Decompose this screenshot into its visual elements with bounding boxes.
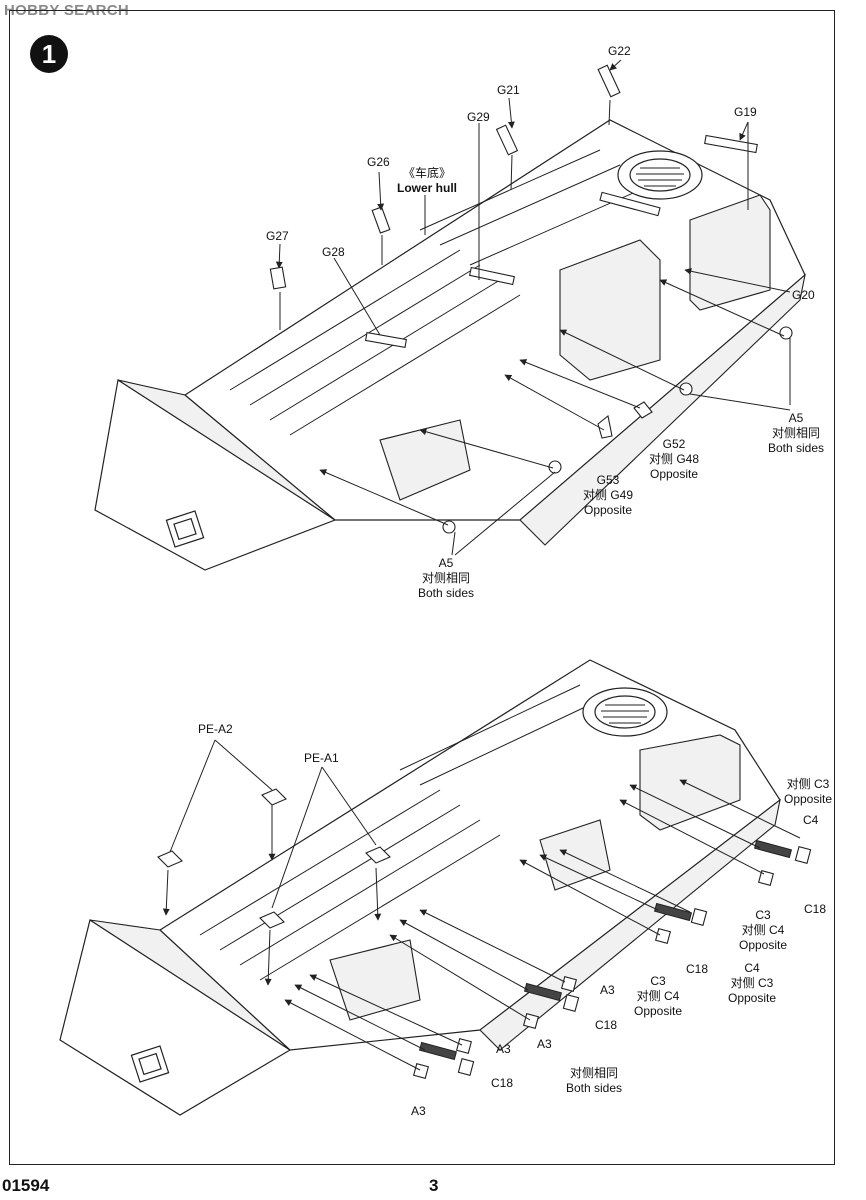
bottom-leader-lines	[162, 739, 801, 1071]
label-c18-r1: C18	[804, 902, 827, 916]
c3-c-callout: C3 对侧 C4 Opposite	[634, 974, 682, 1019]
label-g21: G21	[497, 83, 520, 97]
g53-en: Opposite	[584, 503, 633, 517]
label-a3-2: A3	[537, 1037, 552, 1051]
c4-mid-cn: 对侧 C4	[741, 923, 785, 937]
a5-right-cn: 对侧相同	[772, 426, 821, 440]
a5-left-cn: 对侧相同	[422, 571, 471, 585]
top-leader-lines	[275, 59, 791, 556]
a5-left-en: Both sides	[418, 586, 475, 600]
label-a3-4: A3	[411, 1104, 426, 1118]
label-c4-top: C4	[803, 813, 819, 827]
lower-hull-title-en: Lower hull	[397, 181, 457, 195]
label-a3-1: A3	[600, 983, 615, 997]
bottom-lower-hull-drawing	[59, 659, 781, 1116]
c3-c-part: C3	[650, 974, 666, 988]
g53-cn: 对侧 G49	[583, 488, 634, 502]
label-c18-2: C18	[595, 1018, 618, 1032]
right-c3-cn: 对侧 C3	[786, 777, 830, 791]
g52-en: Opposite	[650, 467, 699, 481]
g52-callout: G52 对侧 G48 Opposite	[649, 437, 699, 482]
bottom-deck-slots	[199, 684, 601, 981]
both-sides-en: Both sides	[566, 1081, 623, 1095]
g53-callout: G53 对侧 G49 Opposite	[583, 473, 633, 518]
c4-c-cn: 对侧 C4	[636, 989, 680, 1003]
c4-b-part: C4	[744, 961, 760, 975]
both-sides-cn: 对侧相同	[570, 1066, 619, 1080]
both-sides-callout: 对侧相同 Both sides	[566, 1066, 622, 1096]
g53-part: G53	[596, 473, 620, 487]
top-parts	[269, 64, 793, 534]
label-a3-3: A3	[496, 1042, 511, 1056]
a5-left-part: A5	[438, 556, 454, 570]
label-c18-3: C18	[491, 1076, 514, 1090]
a5-left-callout: A5 对侧相同 Both sides	[418, 556, 474, 601]
product-code: 01594	[2, 1176, 50, 1195]
c3-mid-callout: C3 对侧 C4 Opposite	[739, 908, 787, 953]
c3-mid-part: C3	[755, 908, 771, 922]
right-c3-en: Opposite	[784, 792, 833, 806]
label-g27: G27	[266, 229, 289, 243]
c4-b-callout: C4 对侧 C3 Opposite	[728, 961, 776, 1006]
label-g28: G28	[322, 245, 345, 259]
a5-right-callout: A5 对侧相同 Both sides	[768, 411, 824, 456]
lower-hull-title: 《车底》 Lower hull	[397, 166, 457, 196]
label-g22: G22	[608, 44, 631, 58]
c3-b-en: Opposite	[728, 991, 777, 1005]
step-number-badge: 1	[30, 35, 68, 73]
label-g19: G19	[734, 105, 757, 119]
page-frame	[9, 10, 835, 1165]
label-pe-a2: PE-A2	[198, 722, 233, 736]
label-c18-m: C18	[686, 962, 709, 976]
c4-c-en: Opposite	[634, 1004, 683, 1018]
label-g26: G26	[367, 155, 390, 169]
g52-part: G52	[662, 437, 686, 451]
label-pe-a1: PE-A1	[304, 751, 339, 765]
c3-b-cn: 对侧 C3	[730, 976, 774, 990]
a5-right-part: A5	[788, 411, 804, 425]
g52-cn: 对侧 G48	[649, 452, 700, 466]
c4-mid-en: Opposite	[739, 938, 788, 952]
bottom-parts	[157, 788, 812, 1080]
label-g29: G29	[467, 110, 490, 124]
label-g20: G20	[792, 288, 815, 302]
a5-right-en: Both sides	[768, 441, 825, 455]
page-number: 3	[429, 1176, 439, 1195]
lower-hull-title-cn: 《车底》	[402, 166, 451, 180]
right-c3-callout: 对侧 C3 Opposite	[784, 777, 832, 807]
